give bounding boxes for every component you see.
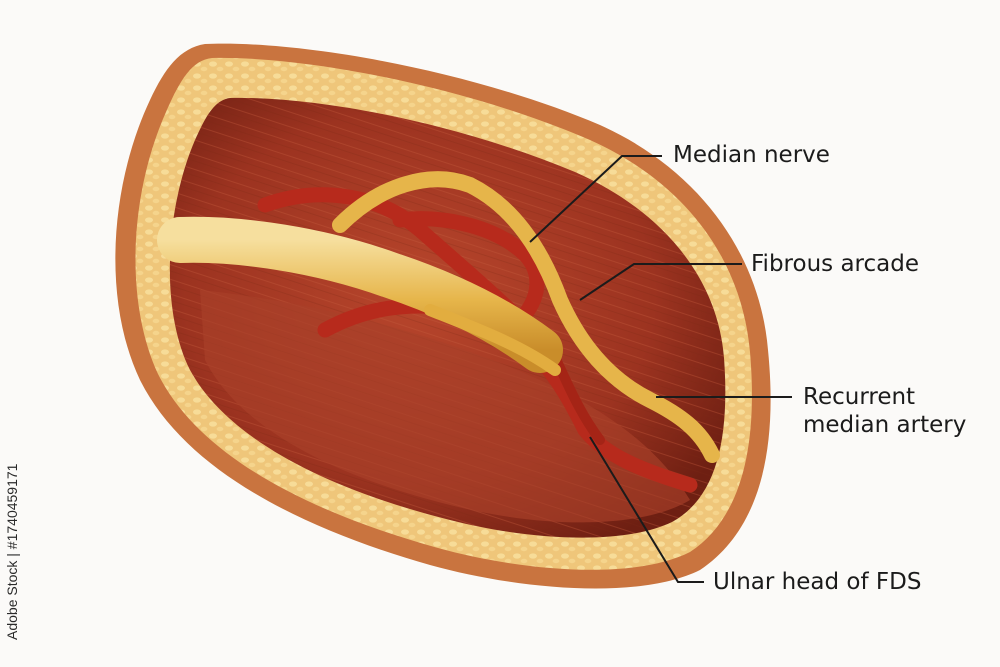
label-median-nerve: Median nerve [673,142,830,168]
median-nerve-branch-upper [332,171,720,463]
leader-ulnar-head [589,436,704,583]
stock-watermark-id: Adobe Stock | #1740459171 [4,463,20,640]
ulnar-head-muscle [200,290,690,523]
leader-fibrous-arcade [579,263,742,301]
leader-median-nerve [529,155,662,243]
median-nerve-branch-lower [424,304,561,376]
median-nerve-trunk [157,216,563,373]
label-recurrent-median-artery: Recurrent median artery [803,384,967,438]
label-fibrous-arcade: Fibrous arcade [751,251,919,277]
label-ulnar-head-fds: Ulnar head of FDS [713,569,922,595]
